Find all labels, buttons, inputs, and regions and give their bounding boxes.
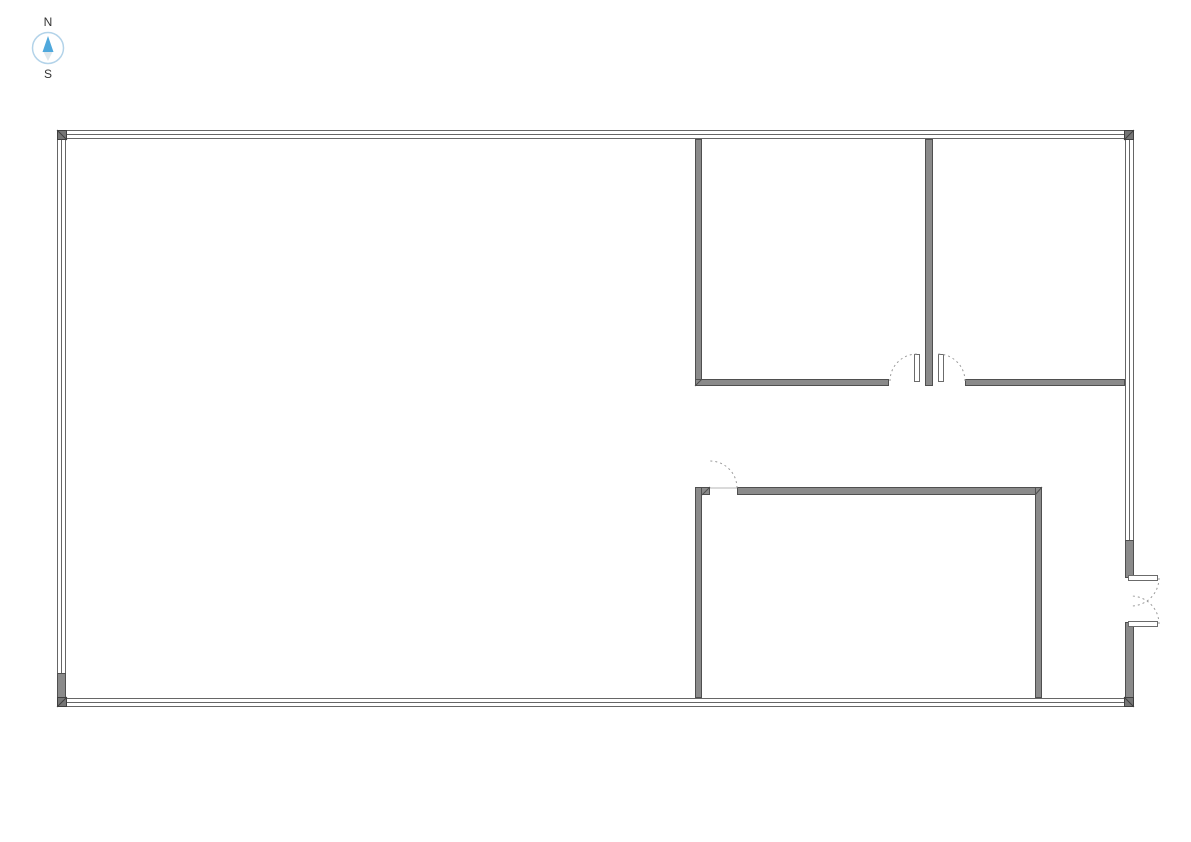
compass-ring [31,31,65,65]
east-wall-solid-above-door [1125,540,1134,578]
wall-miter-joint [701,486,711,496]
west-wall-solid-segment [57,673,66,698]
wall-room2-east [1035,487,1042,698]
east-wall-solid-below-door [1125,622,1134,707]
compass-needle-south-icon [43,52,53,61]
wall-room2-north [737,487,1042,495]
door-swing-arc-east-top [1130,577,1160,607]
wall-miter-joint [694,378,703,387]
wall-miter-joint [1034,486,1043,496]
wall-top-rooms-west [695,139,702,386]
wall-top-rooms-divider [925,139,933,386]
compass-north-label: N [44,15,53,29]
corner-post-northeast-miter [1123,129,1135,141]
corner-post-northwest-miter [56,129,68,141]
door-swing-arc-top-room-left [889,353,918,382]
door-swing-arc-room2 [709,460,738,489]
compass-south-label: S [44,67,52,81]
door-leaf-top-room-left [914,354,920,382]
wall-room2-west [695,487,702,698]
door-leaf-top-room-right [938,354,944,382]
door-swing-arc-top-room-right [937,353,966,382]
corner-post-southwest-miter [56,696,68,708]
door-leaf-east-double-bottom [1128,621,1158,627]
door-leaf-east-double-top [1128,575,1158,581]
wall-top-rooms-south-west [695,379,889,386]
wall-top-rooms-south-east [965,379,1125,386]
compass-needle-north-icon [42,36,54,52]
corner-post-southeast-miter [1123,696,1135,708]
compass: N S [31,15,65,81]
door-swing-arc-east-bottom [1130,595,1160,625]
